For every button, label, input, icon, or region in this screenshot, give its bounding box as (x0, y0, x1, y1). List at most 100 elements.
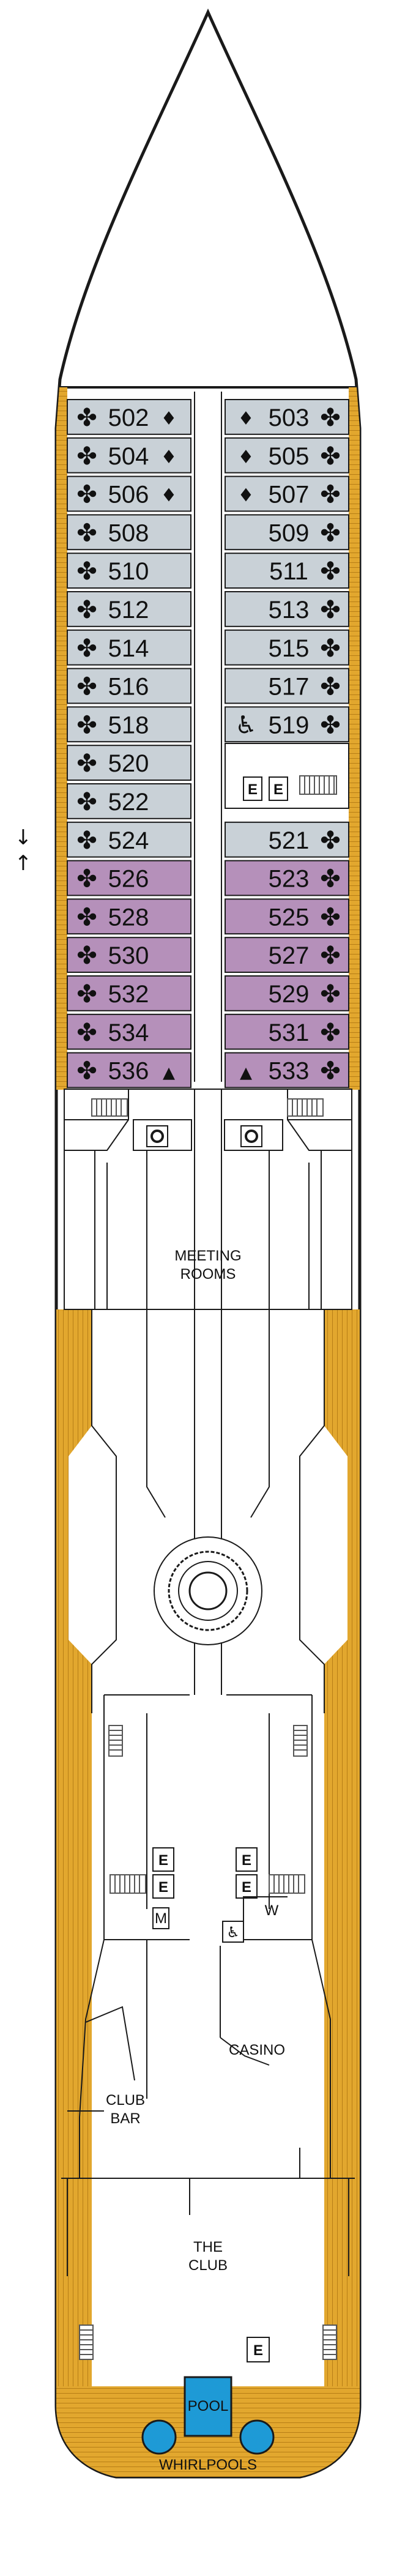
elevator-icon: E (273, 781, 283, 798)
pool-label: POOL (188, 2398, 229, 2414)
cabin-type-icon: ✤ (320, 827, 341, 855)
triangle-icon: ▲ (240, 1064, 252, 1082)
cabin-530[interactable]: ✤530 (67, 937, 191, 973)
cabin-502[interactable]: ✤502♦ (67, 399, 191, 435)
cabin-number: 506 (108, 482, 149, 508)
elevator-lobby-right (240, 1125, 262, 1147)
cabin-number: 536 (108, 1058, 149, 1085)
arrow-up-icon: ↑ (15, 851, 32, 876)
cabin-504[interactable]: ✤504♦ (67, 437, 191, 474)
starboard-aft-deck (324, 1309, 360, 2477)
cabin-525[interactable]: ✤525 (225, 898, 349, 935)
cabin-534[interactable]: ✤534 (67, 1013, 191, 1050)
cabin-510[interactable]: ✤510 (67, 553, 191, 589)
cabin-number: 505 (269, 443, 310, 470)
arrow-down-icon: ↓ (15, 825, 32, 850)
elevator-button-icon (150, 1130, 164, 1143)
cabin-521[interactable]: ✤521 (225, 821, 349, 858)
cabin-531[interactable]: ✤531 (225, 1013, 349, 1050)
cabin-511[interactable]: ✤511 (225, 553, 349, 589)
cabin-box (225, 706, 349, 743)
cabin-box (225, 1013, 349, 1050)
elevator-icon: E (248, 781, 258, 798)
restrooms: M ♿ W (152, 1896, 288, 1943)
elevator-icon: E (242, 1879, 251, 1896)
cabin-number: 517 (269, 674, 310, 701)
club-bar-label-2: BAR (110, 2110, 140, 2127)
cabin-type-icon: ✤ (76, 481, 97, 509)
cabin-box (67, 745, 191, 781)
cabin-533[interactable]: ✤533▲ (225, 1052, 349, 1089)
cabin-type-icon: ✤ (76, 750, 97, 778)
cabin-box (225, 668, 349, 704)
cabin-506[interactable]: ✤506♦ (67, 475, 191, 512)
cabin-box (225, 937, 349, 973)
cabin-box (67, 668, 191, 704)
cabin-520[interactable]: ✤520 (67, 745, 191, 781)
pool-area: POOL WHIRLPOOLS (141, 2376, 275, 2473)
cabin-box (67, 1052, 191, 1089)
cabin-523[interactable]: ✤523 (225, 860, 349, 896)
elevator-icon: E (158, 1852, 168, 1869)
cabin-507[interactable]: ✤507♦ (225, 475, 349, 512)
cabin-528[interactable]: ✤528 (67, 898, 191, 935)
cabin-box (225, 553, 349, 589)
cabin-box (67, 937, 191, 973)
cabin-box (225, 821, 349, 858)
cabin-514[interactable]: ✤514 (67, 629, 191, 666)
cabin-type-icon: ✤ (320, 635, 341, 663)
cabin-number: 526 (108, 866, 149, 893)
diamond-icon: ♦ (238, 485, 254, 507)
cabin-512[interactable]: ✤512 (67, 591, 191, 627)
cabin-type-icon: ✤ (76, 404, 97, 432)
cabin-type-icon: ✤ (320, 1057, 341, 1085)
cabin-box (67, 783, 191, 819)
cabin-522[interactable]: ✤522 (67, 783, 191, 819)
cabin-type-icon: ✤ (320, 1019, 341, 1047)
cabin-517[interactable]: ✤517 (225, 668, 349, 704)
cabin-509[interactable]: ✤509 (225, 514, 349, 551)
cabin-type-icon: ✤ (76, 442, 97, 471)
cabin-503[interactable]: ✤503♦ (225, 399, 349, 435)
cabin-515[interactable]: ✤515 (225, 629, 349, 666)
cabin-526[interactable]: ✤526 (67, 860, 191, 896)
whirlpool (239, 2419, 275, 2455)
cabin-type-icon: ✤ (76, 635, 97, 663)
cabin-516[interactable]: ✤516 (67, 668, 191, 704)
cabin-513[interactable]: ✤513 (225, 591, 349, 627)
casino-label: CASINO (229, 2042, 285, 2058)
cabin-number: 518 (108, 712, 149, 739)
cabin-type-icon: ✤ (76, 596, 97, 624)
cabin-518[interactable]: ✤518 (67, 706, 191, 743)
cabin-box (225, 975, 349, 1011)
triangle-icon: ▲ (163, 1064, 175, 1082)
port-aft-deck (56, 1309, 92, 2477)
cabin-505[interactable]: ✤505♦ (225, 437, 349, 474)
stairs-icon (108, 1725, 123, 1757)
stairs-icon (79, 2325, 94, 2360)
cabin-box (225, 1052, 349, 1089)
cabin-box (225, 591, 349, 627)
cabin-529[interactable]: ✤529 (225, 975, 349, 1011)
cabin-532[interactable]: ✤532 (67, 975, 191, 1011)
cabin-box (67, 629, 191, 666)
cabin-box (225, 629, 349, 666)
accessible-icon: ♿ (235, 711, 257, 739)
cabin-519[interactable]: ✤519♿ (225, 706, 349, 743)
cabin-type-icon: ✤ (76, 827, 97, 855)
cabin-type-icon: ✤ (320, 942, 341, 970)
cabin-box (67, 821, 191, 858)
cabin-number: 532 (108, 981, 149, 1008)
cabin-536[interactable]: ✤ 536 ▲ (67, 1052, 191, 1089)
cabin-508[interactable]: ✤508 (67, 514, 191, 551)
cabin-527[interactable]: ✤527 (225, 937, 349, 973)
cabin-type-icon: ✤ (320, 404, 341, 432)
spiral-staircase (154, 1536, 262, 1645)
cabin-type-icon: ✤ (76, 1057, 97, 1085)
direction-markers: ↓ ↑ (15, 825, 32, 876)
cabin-524[interactable]: ✤524 (67, 821, 191, 858)
cabin-box (225, 437, 349, 474)
cabin-box (67, 591, 191, 627)
cabin-box (67, 975, 191, 1011)
